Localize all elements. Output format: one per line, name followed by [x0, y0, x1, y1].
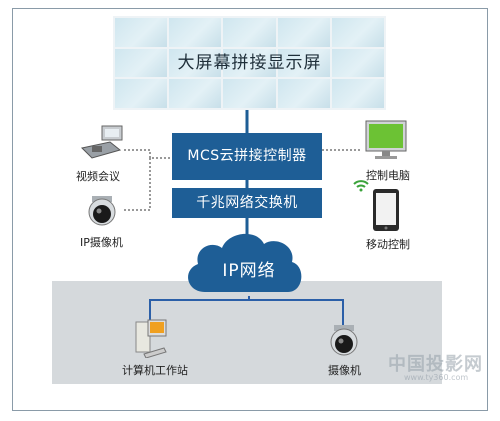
- ip-camera-icon: [88, 196, 116, 226]
- cloud-shape: [188, 233, 302, 292]
- tablet-icon: [373, 189, 399, 231]
- watermark-logo: 中国投影网: [388, 354, 483, 375]
- workstation-icon: [135, 319, 167, 358]
- camera-icon: [330, 325, 358, 356]
- monitor-icon: [365, 120, 407, 159]
- ip-network-label: IP网络: [222, 261, 276, 281]
- camera-label: 摄像机: [328, 364, 361, 377]
- lan-zone: [52, 281, 442, 384]
- control-pc-label: 控制电脑: [366, 169, 410, 182]
- video-conference-icon: [80, 125, 123, 159]
- wifi-icon: [353, 180, 369, 192]
- ipcam-link: [124, 158, 151, 211]
- cloud-controller-box: MCS云拼接控制器: [172, 133, 322, 180]
- network-switch-box: 千兆网络交换机: [172, 188, 322, 218]
- ip-camera-label: IP摄像机: [80, 236, 123, 249]
- videoconf-link: [124, 149, 172, 159]
- video-wall-title: 大屏幕拼接显示屏: [177, 53, 322, 73]
- watermark-url: www.ty360.com: [404, 373, 469, 382]
- video-wall: [113, 16, 386, 110]
- lan-bus: [149, 299, 344, 330]
- mobile-control-label: 移动控制: [366, 238, 410, 251]
- workstation-label: 计算机工作站: [122, 364, 188, 377]
- video-conference-label: 视频会议: [76, 170, 120, 183]
